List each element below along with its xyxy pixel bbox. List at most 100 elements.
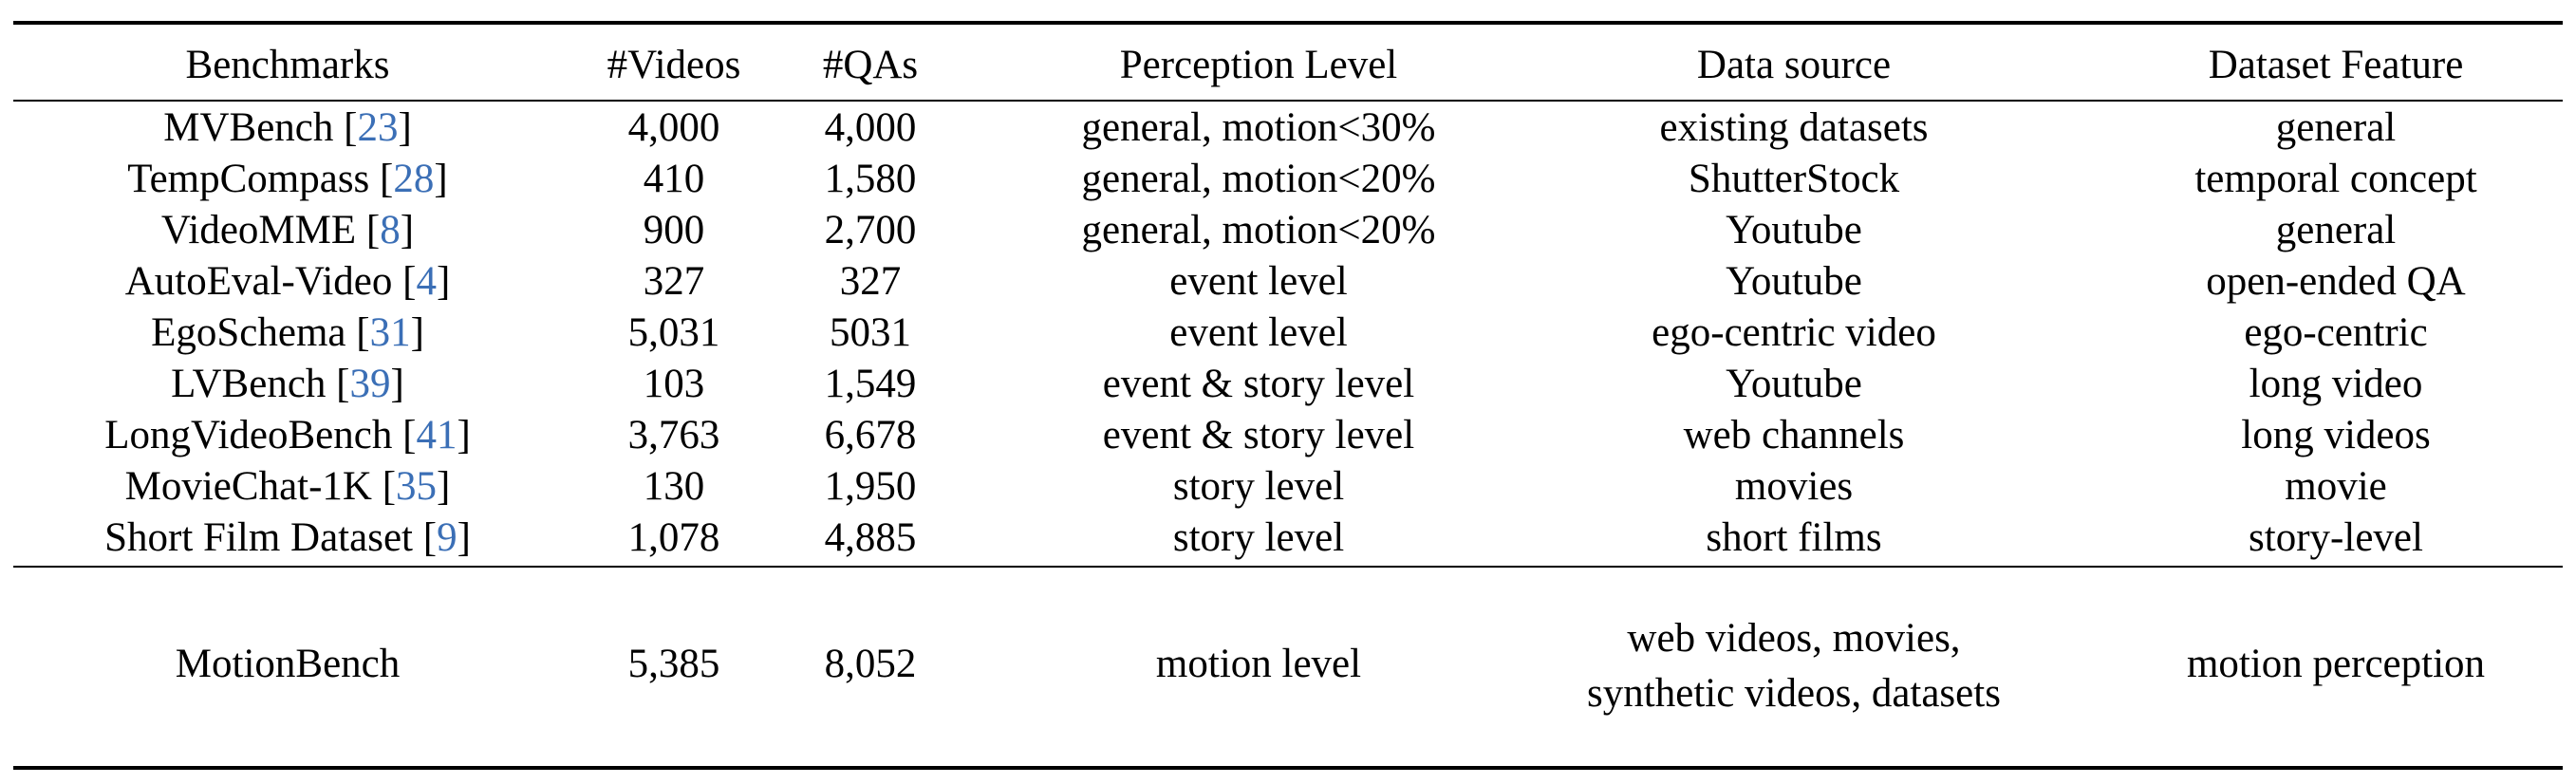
benchmark-label: Short Film Dataset — [104, 515, 413, 560]
table-row: Short Film Dataset [9] 1,078 4,885 story le… — [0, 513, 2576, 564]
qas-count: 327 — [839, 259, 902, 304]
citation-link[interactable]: 35 — [396, 464, 438, 509]
benchmark-label: TempCompass — [127, 157, 370, 201]
dataset-feature: long video — [2249, 362, 2423, 406]
table-row: MVBench [23] 4,000 4,000 general, motion<30… — [0, 103, 2576, 154]
dataset-feature: general — [2275, 105, 2397, 150]
videos-count: 5,385 — [627, 642, 720, 686]
benchmark-label: VideoMME — [160, 208, 357, 252]
table-row: TempCompass [28] 410 1,580 general, motion<… — [0, 154, 2576, 205]
benchmark-name: MVBench [23] — [163, 105, 412, 150]
videos-count: 5,031 — [627, 310, 720, 355]
benchmark-name: AutoEval-Video [4] — [124, 259, 451, 304]
qas-count: 1,950 — [824, 464, 917, 509]
citation-link[interactable]: 4 — [416, 259, 437, 304]
dataset-feature: movie — [2285, 464, 2387, 509]
benchmark-label: MVBench — [163, 105, 334, 150]
data-source: ego-centric video — [1652, 310, 1936, 355]
benchmark-label: LongVideoBench — [104, 413, 393, 457]
perception-level: general, motion<30% — [1081, 105, 1436, 150]
table-row-motionbench: MotionBench 5,385 8,052 motion level web… — [0, 616, 2576, 716]
header-benchmarks: Benchmarks — [185, 43, 390, 87]
qas-count: 4,885 — [824, 515, 917, 560]
perception-level: motion level — [1155, 642, 1362, 686]
table-row: AutoEval-Video [4] 327 327 event level Youtu… — [0, 256, 2576, 308]
table-row: MovieChat-1K [35] 130 1,950 story level movi… — [0, 461, 2576, 513]
videos-count: 327 — [643, 259, 705, 304]
citation-link[interactable]: 41 — [416, 413, 457, 457]
header-perception-level: Perception Level — [1119, 43, 1398, 87]
qas-count: 4,000 — [824, 105, 917, 150]
header-dataset-feature: Dataset Feature — [2208, 43, 2464, 87]
perception-level: event level — [1169, 310, 1348, 355]
qas-count: 1,549 — [824, 362, 917, 406]
benchmark-name: TempCompass [28] — [127, 157, 448, 201]
benchmark-name: Short Film Dataset [9] — [104, 515, 471, 560]
data-source: Youtube — [1726, 259, 1862, 304]
dataset-feature: motion perception — [2186, 642, 2486, 686]
benchmark-label: AutoEval-Video — [124, 259, 393, 304]
benchmark-label: MovieChat-1K — [124, 464, 372, 509]
videos-count: 3,763 — [627, 413, 720, 457]
perception-level: event & story level — [1102, 362, 1415, 406]
benchmark-name: MotionBench — [175, 642, 401, 686]
videos-count: 1,078 — [627, 515, 720, 560]
citation-link[interactable]: 8 — [380, 208, 401, 252]
data-source-line2: synthetic videos, datasets — [1587, 671, 2001, 716]
qas-count: 6,678 — [824, 413, 917, 457]
benchmark-name: EgoSchema [31] — [151, 310, 424, 355]
qas-count: 8,052 — [824, 642, 917, 686]
header-videos: #Videos — [607, 43, 741, 87]
top-rule — [13, 21, 2563, 25]
dataset-feature: general — [2275, 208, 2397, 252]
dataset-feature: long videos — [2241, 413, 2431, 457]
mid-rule — [13, 100, 2563, 102]
citation-link[interactable]: 28 — [393, 157, 435, 201]
dataset-feature: open-ended QA — [2206, 259, 2466, 304]
perception-level: event & story level — [1102, 413, 1415, 457]
videos-count: 130 — [643, 464, 705, 509]
videos-count: 4,000 — [627, 105, 720, 150]
qas-count: 2,700 — [824, 208, 917, 252]
table-row: VideoMME [8] 900 2,700 general, motion<20% Y… — [0, 205, 2576, 256]
benchmark-name: VideoMME [8] — [160, 208, 415, 252]
qas-count: 1,580 — [824, 157, 917, 201]
perception-level: general, motion<20% — [1081, 157, 1436, 201]
citation-link[interactable]: 9 — [437, 515, 457, 560]
header-qas: #QAs — [822, 43, 919, 87]
perception-level: story level — [1172, 464, 1345, 509]
data-source: movies — [1734, 464, 1854, 509]
benchmark-label: LVBench — [171, 362, 327, 406]
bottom-rule — [13, 766, 2563, 770]
dataset-feature: temporal concept — [2194, 157, 2477, 201]
data-source: short films — [1706, 515, 1882, 560]
benchmark-name: MovieChat-1K [35] — [124, 464, 451, 509]
benchmark-label: EgoSchema — [151, 310, 346, 355]
perception-level: general, motion<20% — [1081, 208, 1436, 252]
data-source: web videos, movies, synthetic videos, dat… — [1587, 611, 2001, 721]
dataset-feature: story-level — [2249, 515, 2423, 560]
separator-rule — [13, 566, 2563, 568]
perception-level: event level — [1169, 259, 1348, 304]
data-source-line1: web videos, movies, — [1627, 616, 1961, 661]
citation-link[interactable]: 39 — [349, 362, 391, 406]
data-source: Youtube — [1726, 362, 1862, 406]
videos-count: 900 — [643, 208, 705, 252]
data-source: Youtube — [1726, 208, 1862, 252]
qas-count: 5031 — [830, 310, 911, 355]
data-source: ShutterStock — [1688, 157, 1900, 201]
header-data-source: Data source — [1696, 43, 1892, 87]
data-source: existing datasets — [1659, 105, 1929, 150]
citation-link[interactable]: 31 — [369, 310, 411, 355]
dataset-feature: ego-centric — [2244, 310, 2428, 355]
videos-count: 103 — [643, 362, 705, 406]
videos-count: 410 — [643, 157, 705, 201]
table-row: LongVideoBench [41] 3,763 6,678 event & sto… — [0, 410, 2576, 461]
data-source: web channels — [1683, 413, 1905, 457]
header-row: Benchmarks #Videos #QAs Perception Level… — [0, 40, 2576, 91]
perception-level: story level — [1172, 515, 1345, 560]
benchmark-name: LongVideoBench [41] — [104, 413, 471, 457]
table-row: EgoSchema [31] 5,031 5031 event level ego-ce… — [0, 308, 2576, 359]
citation-link[interactable]: 23 — [357, 105, 399, 150]
